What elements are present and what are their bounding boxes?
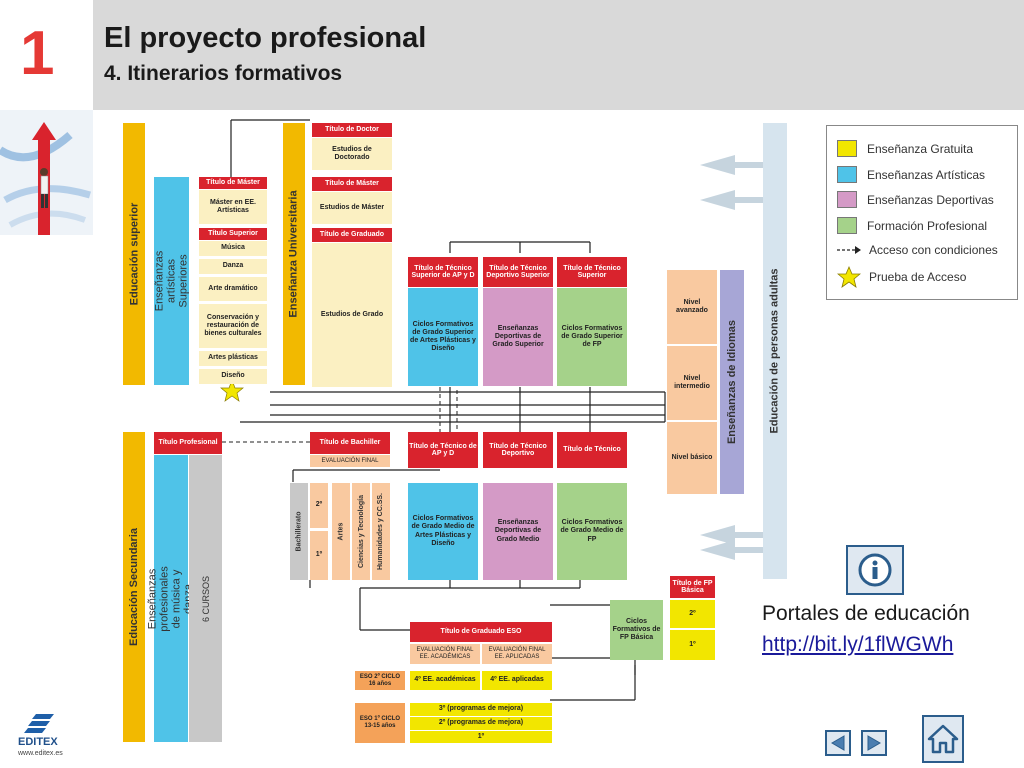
- box-nivel-basico: Nivel básico: [667, 422, 717, 494]
- page-subtitle: 4. Itinerarios formativos: [104, 62, 343, 85]
- box-danza: Danza: [199, 259, 267, 274]
- box-bach-ciencias: Ciencias y Tecnología: [352, 483, 370, 580]
- career-arrows-illustration: [0, 110, 93, 235]
- legend-item-prueba-acceso: Prueba de Acceso: [837, 266, 966, 288]
- portal-link[interactable]: http://bit.ly/1flWGWh: [762, 633, 954, 656]
- legend-item-acceso-condiciones: Acceso con condiciones: [837, 243, 998, 257]
- box-deportivas-medio: Enseñanzas Deportivas de Grado Medio: [483, 483, 553, 580]
- box-fpb-1: 1º: [670, 630, 715, 660]
- box-arte-dramatico: Arte dramático: [199, 277, 267, 301]
- home-icon: [927, 724, 959, 754]
- box-ciclos-superior-fp: Ciclos Formativos de Grado Superior de F…: [557, 288, 627, 386]
- header-tecnico-deportivo-superior: Título de Técnico Deportivo Superior: [483, 257, 553, 287]
- col-ensenanzas-artisticas-superiores: Enseñanzas artísticas Superiores: [154, 177, 190, 385]
- label-educacion-secundaria: Educación Secundaria: [123, 432, 145, 742]
- box-eso-1: 1º: [410, 731, 552, 743]
- header-left-panel: [0, 0, 93, 110]
- header-graduado-eso: Título de Graduado ESO: [410, 622, 552, 642]
- box-deportivas-superior: Enseñanzas Deportivas de Grado Superior: [483, 288, 553, 386]
- info-icon: [858, 553, 892, 587]
- prev-slide-button[interactable]: [825, 730, 851, 756]
- box-musica: Música: [199, 241, 267, 256]
- education-itinerary-diagram: Educación superior Enseñanzas artísticas…: [110, 110, 820, 750]
- box-estudios-doctorado: Estudios de Doctorado: [312, 138, 392, 170]
- label-educacion-superior: Educación superior: [123, 123, 145, 385]
- legend-box: Enseñanza Gratuita Enseñanzas Artísticas…: [826, 125, 1018, 300]
- box-bach-humanidades: Humanidades y CC.SS.: [372, 483, 390, 580]
- box-ciclos-medio-apyd: Ciclos Formativos de Grado Medio de Arte…: [408, 483, 478, 580]
- box-bach-1: 1º: [310, 531, 328, 580]
- box-eso-4-academicas: 4º EE. académicas: [410, 671, 480, 690]
- header-bar: [93, 0, 1024, 110]
- legend-item-deportivas: Enseñanzas Deportivas: [837, 191, 994, 208]
- legend-item-gratuita: Enseñanza Gratuita: [837, 140, 973, 157]
- logo-url: www.editex.es: [18, 750, 63, 757]
- box-estudios-master: Estudios de Máster: [312, 192, 392, 224]
- label-eso-2-ciclo: ESO 2º CICLO 16 años: [355, 671, 405, 690]
- box-evaluacion-final-bach: EVALUACIÓN FINAL: [310, 455, 390, 467]
- next-slide-button[interactable]: [861, 730, 887, 756]
- header-titulo-fp-basica: Título de FP Básica: [670, 576, 715, 598]
- header-titulo-doctor: Título de Doctor: [312, 123, 392, 137]
- box-bach-artes: Artes: [332, 483, 350, 580]
- box-eval-academicas: EVALUACIÓN FINAL EE. ACADÉMICAS: [410, 644, 480, 664]
- chapter-number: 1: [20, 19, 55, 88]
- col-seis-cursos: 6 CURSOS: [189, 455, 222, 742]
- header-tecnico-superior-apyd: Título de Técnico Superior de AP y D: [408, 257, 478, 287]
- box-nivel-intermedio: Nivel intermedio: [667, 346, 717, 420]
- editex-logo: EDITEX www.editex.es: [10, 710, 80, 764]
- header-tecnico-fp: Título de Técnico: [557, 432, 627, 468]
- home-button[interactable]: [922, 715, 964, 763]
- box-artes-plasticas: Artes plásticas: [199, 351, 267, 366]
- info-button[interactable]: [846, 545, 904, 595]
- box-eso-3: 3º (programas de mejora): [410, 703, 552, 716]
- portal-label: Portales de educación: [762, 602, 970, 625]
- logo-text: EDITEX: [18, 736, 58, 748]
- box-master-artisticas: Máster en EE. Artísticas: [199, 190, 267, 224]
- label-ensenanza-universitaria: Enseñanza Universitaria: [283, 123, 305, 385]
- box-eso-4-aplicadas: 4º EE. aplicadas: [482, 671, 552, 690]
- star-icon: [837, 266, 861, 288]
- header-titulo-profesional: Título Profesional: [154, 432, 222, 454]
- dashed-arrow-icon: [837, 246, 861, 254]
- triangle-right-icon: [867, 735, 881, 751]
- triangle-left-icon: [831, 735, 845, 751]
- label-ensenanzas-idiomas: Enseñanzas de Idiomas: [720, 270, 744, 494]
- header-tecnico-apyd: Título de Técnico de AP y D: [408, 432, 478, 468]
- header-titulo-graduado: Título de Graduado: [312, 228, 392, 242]
- page-title: El proyecto profesional: [104, 22, 427, 54]
- legend-item-artisticas: Enseñanzas Artísticas: [837, 166, 985, 183]
- box-eso-2: 2º (programas de mejora): [410, 717, 552, 730]
- box-nivel-avanzado: Nivel avanzado: [667, 270, 717, 344]
- label-bachillerato: Bachillerato: [290, 483, 308, 580]
- header-titulo-superior: Título Superior: [199, 228, 267, 240]
- box-diseno: Diseño: [199, 369, 267, 384]
- box-ciclos-medio-fp: Ciclos Formativos de Grado Medio de FP: [557, 483, 627, 580]
- box-fpb-2: 2º: [670, 600, 715, 628]
- col-ensenanzas-profesionales-musica: Enseñanzas profesionales de música y dan…: [147, 455, 195, 742]
- box-eval-aplicadas: EVALUACIÓN FINAL EE. APLICADAS: [482, 644, 552, 664]
- header-tecnico-superior-fp: Título de Técnico Superior: [557, 257, 627, 287]
- box-conservacion: Conservación y restauración de bienes cu…: [199, 304, 267, 348]
- box-estudios-grado: Estudios de Grado: [312, 243, 392, 387]
- label-eso-1-ciclo: ESO 1º CICLO 13-15 años: [355, 703, 405, 743]
- header-titulo-master-art: Título de Máster: [199, 177, 267, 189]
- label-educacion-adultos: Educación de personas adultas: [763, 123, 787, 579]
- header-titulo-master: Título de Máster: [312, 177, 392, 191]
- box-ciclos-superior-apyd: Ciclos Formativos de Grado Superior de A…: [408, 288, 478, 386]
- header-tecnico-deportivo: Título de Técnico Deportivo: [483, 432, 553, 468]
- legend-item-fp: Formación Profesional: [837, 217, 987, 234]
- box-ciclos-fp-basica: Ciclos Formativos de FP Básica: [610, 600, 663, 660]
- header-titulo-bachiller: Título de Bachiller: [310, 432, 390, 454]
- editex-logo-mark: [24, 714, 54, 733]
- box-bach-2: 2º: [310, 483, 328, 528]
